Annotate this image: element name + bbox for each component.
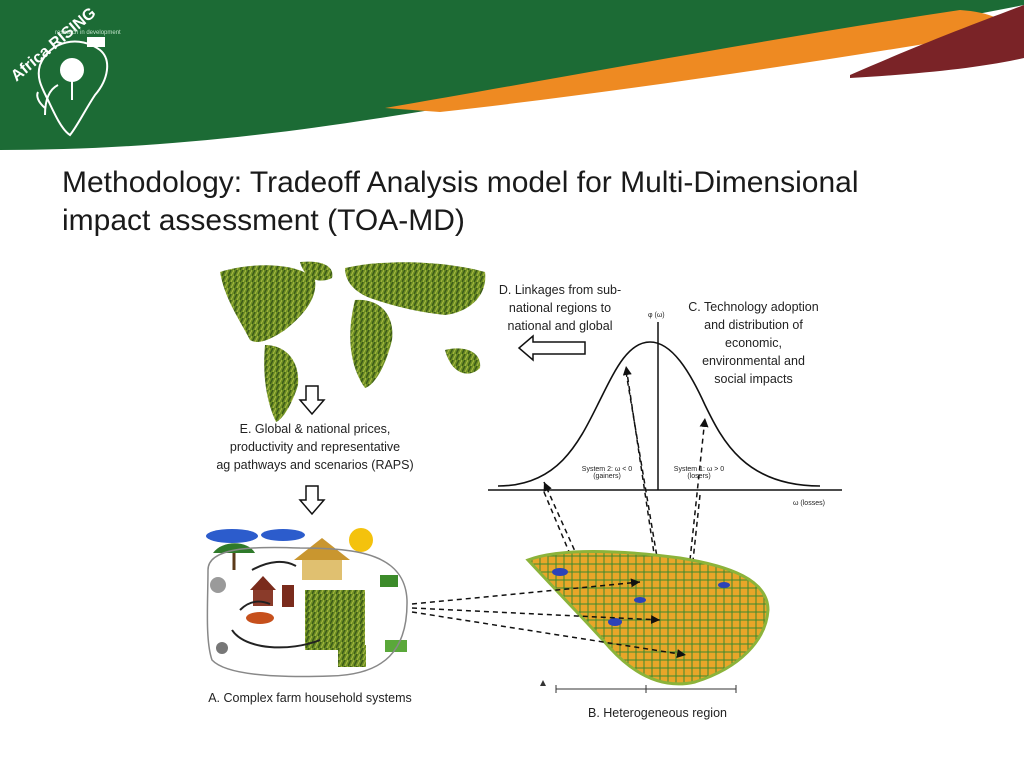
panel-c-line-2: and distribution of: [704, 318, 803, 332]
panel-a-label: A. Complex farm household systems: [208, 691, 412, 705]
map-australia: [445, 348, 481, 374]
map-eurasia: [345, 262, 486, 315]
granary-icon: [250, 576, 276, 590]
dashed-arrow-7: [411, 578, 641, 605]
dashed-arrow-9: [411, 611, 687, 659]
bell-curve: [497, 341, 821, 487]
region-water-bodies: [552, 568, 730, 626]
panel-c-line-5: social impacts: [714, 372, 793, 386]
map-africa: [350, 299, 393, 388]
farm-flow-arrows: [231, 560, 321, 649]
panel-c-line-4: environmental and: [702, 354, 805, 368]
sun-icon: [349, 528, 373, 552]
dashed-arrows-curve-to-region: [543, 371, 701, 579]
map-south-america: [264, 345, 299, 422]
panel-c-line-3: economic,: [725, 336, 782, 350]
crop-rows-icon: [338, 645, 366, 667]
system2-line-1: System 2: ω < 0: [581, 466, 633, 473]
slide-title-line-2: impact assessment (TOA-MD): [62, 204, 465, 237]
dashed-arrow-3: [689, 417, 709, 561]
storage-icon: [282, 585, 294, 607]
map-greenland: [300, 261, 333, 281]
panel-d-line-3: national and global: [507, 319, 613, 333]
livestock-icon: [216, 642, 228, 654]
dashed-arrow-1: [543, 481, 579, 559]
slide-title: Methodology: Tradeoff Analysis model for…: [62, 164, 962, 240]
system2-label: System 2: ω < 0 (gainers): [572, 466, 642, 480]
livestock-icon: [210, 577, 226, 593]
crop-field-icon: [305, 590, 365, 650]
panel-e-line-2: productivity and representative: [229, 440, 401, 454]
rain-cloud-icon: [206, 529, 258, 543]
panel-e-label: E. Global & national prices, productivit…: [205, 420, 425, 474]
rain-cloud-icon: [261, 529, 305, 541]
system2-line-2: (gainers): [593, 473, 621, 480]
panel-e-line-1: E. Global & national prices,: [239, 422, 391, 436]
panel-d-line-2: national regions to: [508, 301, 612, 315]
farm-household-diagram: [206, 528, 408, 678]
left-arrow-d-to-map: [517, 334, 586, 362]
field-patch-icon: [380, 575, 398, 587]
panel-d-label: D. Linkages from sub- national regions t…: [490, 281, 630, 335]
cattle-icon: [87, 37, 105, 47]
region-scale-bar: [555, 685, 737, 693]
farm-system-boundary: [206, 546, 408, 678]
slide-title-line-1: Methodology: Tradeoff Analysis model for…: [62, 166, 859, 199]
banner-orange-wave: [385, 10, 1010, 112]
heterogeneous-region-map: [525, 550, 770, 686]
system1-line-2: (losers): [687, 473, 711, 480]
panel-c-label: C. Technology adoption and distribution …: [676, 298, 831, 388]
down-arrow-e-to-a: [298, 485, 326, 516]
dashed-arrows-farm-to-region: [411, 578, 687, 659]
dashed-arrow-6: [688, 494, 701, 571]
field-patch-icon: [385, 640, 407, 652]
dashed-arrows-region-to-curve: [543, 365, 709, 561]
panel-c-line-1: C. Technology adoption: [688, 300, 819, 314]
dashed-arrow-4: [543, 491, 581, 579]
africa-rising-logo: [36, 37, 109, 137]
down-arrow-map-to-e: [298, 385, 326, 416]
north-arrow-icon: [540, 680, 546, 686]
curve-x-label: ω (losses): [793, 500, 825, 507]
map-north-america: [220, 265, 316, 342]
panel-e-line-3: ag pathways and scenarios (RAPS): [216, 458, 414, 472]
curve-y-label: φ (ω): [648, 312, 665, 319]
sprout-icon: [36, 84, 59, 116]
dashed-arrow-2: [622, 365, 656, 561]
world-map-image: [220, 261, 486, 422]
panel-b-label: B. Heterogeneous region: [588, 706, 727, 720]
tree-icon: [213, 543, 255, 553]
manure-heap-icon: [246, 612, 274, 624]
system1-line-1: System 1: ω > 0: [673, 466, 725, 473]
logo-tagline: research in development: [55, 30, 121, 36]
banner-maroon-wave: [850, 5, 1024, 78]
panel-d-line-1: D. Linkages from sub-: [498, 283, 622, 297]
header-banner: [0, 0, 1024, 150]
dashed-arrow-5: [625, 371, 663, 576]
system1-label: System 1: ω > 0 (losers): [664, 466, 734, 480]
banner-green-wave: [0, 0, 1024, 150]
